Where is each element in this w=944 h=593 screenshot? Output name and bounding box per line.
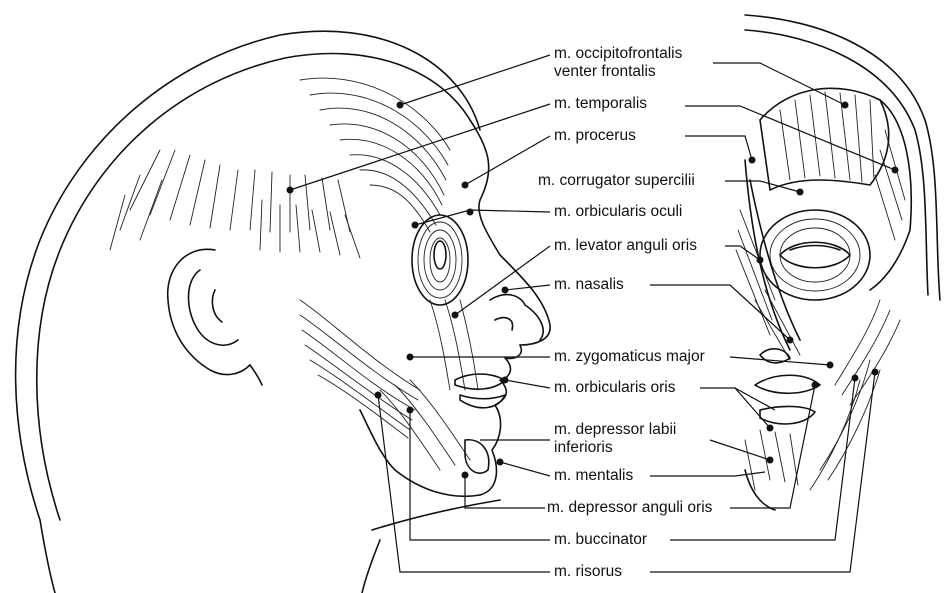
label-orbicularis-oculi: m. orbicularis oculi [552,203,684,221]
label-zygomaticus-major: m. zygomaticus major [552,348,707,366]
label-mentalis: m. mentalis [552,467,635,485]
label-depressor-labii-line1: m. depressor labii [554,421,676,439]
label-corrugator-supercilii: m. corrugator supercilii [536,172,697,190]
profile-head-drawing [16,31,551,593]
label-depressor-anguli-oris: m. depressor anguli oris [545,499,714,517]
label-occipitofrontalis-line2: venter frontalis [554,63,682,81]
label-risorus: m. risorus [552,563,624,581]
label-occipitofrontalis-line1: m. occipitofrontalis [554,45,682,63]
label-occipitofrontalis: m. occipitofrontalis venter frontalis [552,45,684,81]
label-procerus: m. procerus [552,127,638,145]
label-depressor-labii-line2: inferioris [554,439,676,457]
label-temporalis: m. temporalis [552,95,649,113]
label-levator-anguli-oris: m. levator anguli oris [552,237,699,255]
label-orbicularis-oris: m. orbicularis oris [552,379,677,397]
label-buccinator: m. buccinator [552,531,649,549]
frontal-head-drawing [736,15,940,510]
label-nasalis: m. nasalis [552,276,626,294]
label-depressor-labii-inferioris: m. depressor labii inferioris [552,421,678,457]
